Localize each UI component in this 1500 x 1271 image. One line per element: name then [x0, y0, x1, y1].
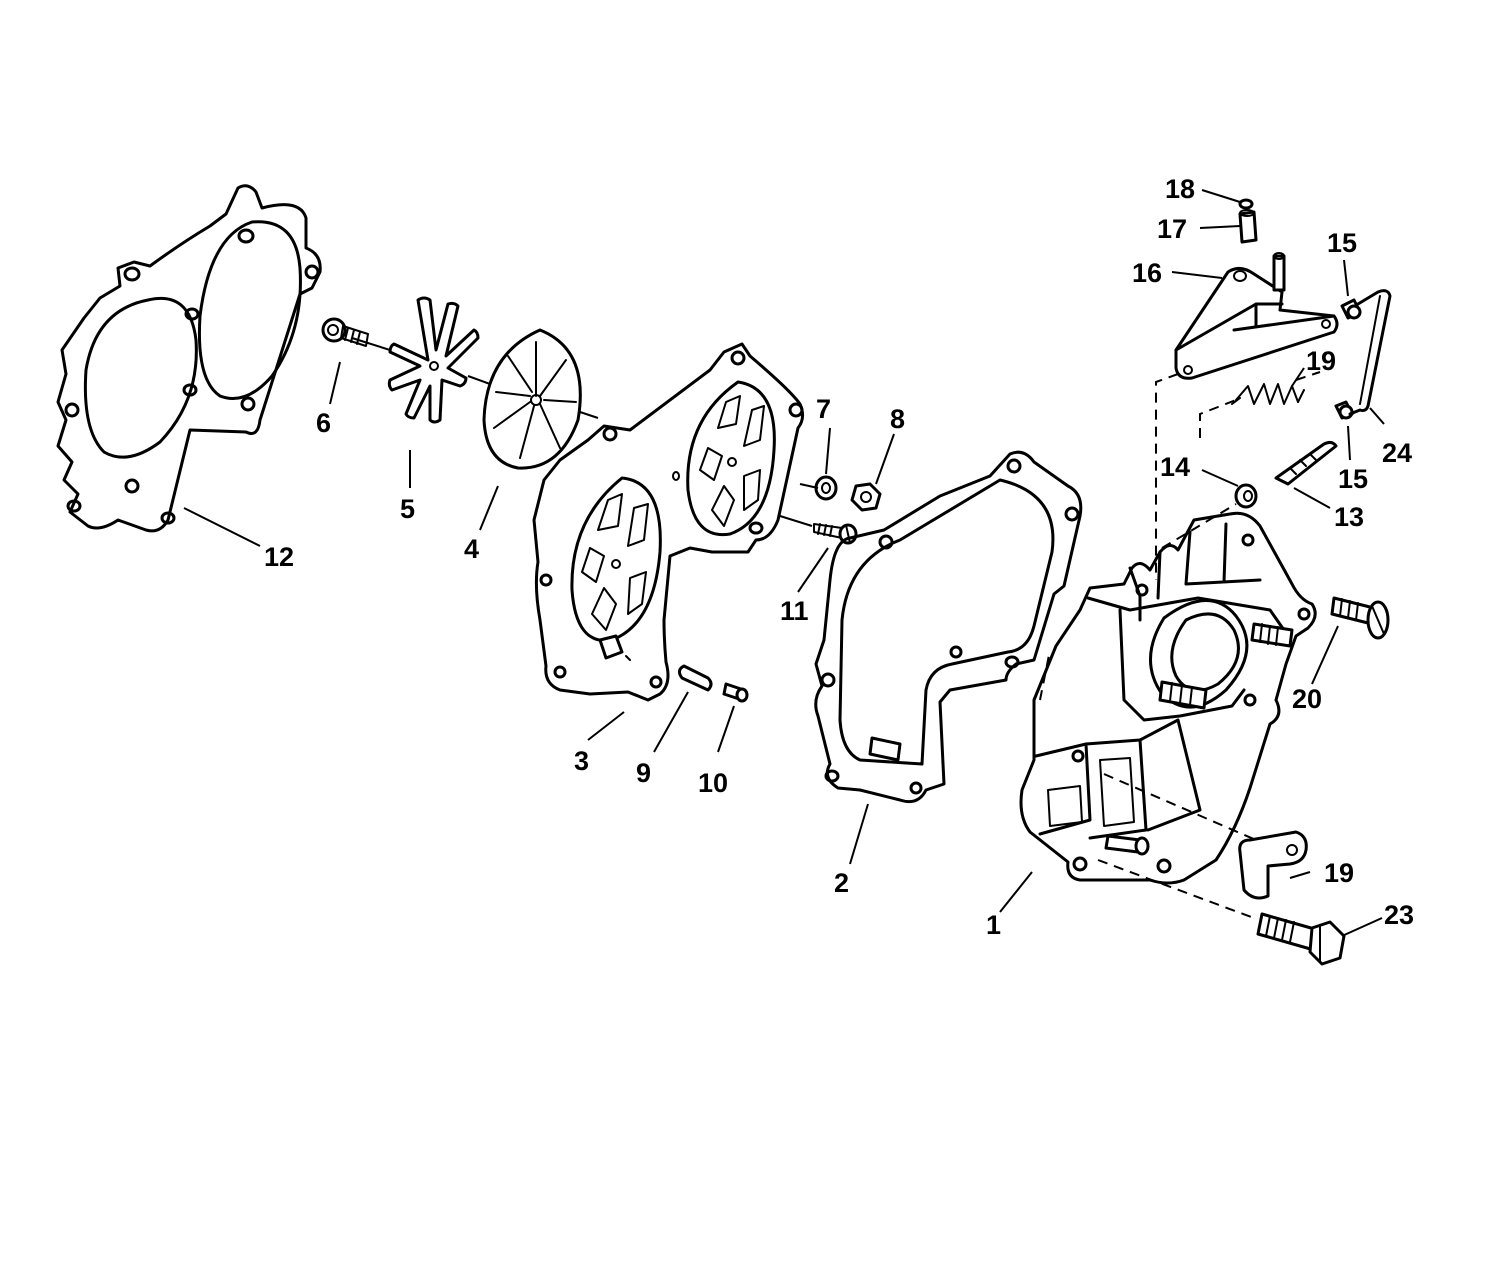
part-20-clip	[1238, 830, 1308, 900]
part-24-tube	[1348, 289, 1392, 416]
part-19-spring	[1231, 383, 1305, 405]
part-11-screw	[813, 523, 858, 545]
callout-5: 5	[400, 494, 415, 524]
part-15-fittings	[1334, 298, 1362, 420]
callout-1: 1	[986, 910, 1001, 940]
callout-13: 13	[1334, 502, 1364, 532]
callout-7: 7	[816, 394, 831, 424]
callout-19: 19	[1306, 346, 1336, 376]
callout-10: 10	[698, 768, 728, 798]
callout-11: 11	[780, 596, 809, 626]
callout-labels: 18 17 16 15 19 24 15 14 13 20 19 23 1 2 …	[264, 174, 1414, 940]
part-21-screw	[1330, 596, 1390, 640]
part-13-pin	[1274, 440, 1338, 486]
callout-23: 23	[1384, 900, 1414, 930]
callout-4: 4	[464, 534, 479, 564]
part-4-reed-disc	[482, 328, 582, 470]
part-9-pin	[677, 664, 713, 692]
part-8-nut	[850, 482, 882, 512]
callout-21: 20	[1292, 684, 1322, 714]
part-1-housing	[1019, 511, 1317, 885]
part-23-bolt	[1256, 912, 1346, 966]
callout-6: 6	[316, 408, 331, 438]
part-3-valve-plate	[532, 342, 805, 702]
part-2-gasket	[814, 450, 1083, 804]
callout-17: 17	[1157, 214, 1187, 244]
callout-9: 9	[636, 758, 651, 788]
part-5-star-valve	[387, 296, 480, 424]
part-16-lever-arm	[1174, 267, 1339, 380]
part-10-small-screw	[722, 682, 749, 703]
callout-15-top: 15	[1327, 228, 1357, 258]
callout-15-bottom: 15	[1338, 464, 1368, 494]
part-6-screw	[321, 317, 369, 347]
leader-lines	[183, 189, 1385, 937]
callout-8: 8	[890, 404, 905, 434]
callout-3: 3	[574, 746, 589, 776]
assembly-lines	[1039, 371, 1321, 919]
callout-14: 14	[1160, 452, 1190, 482]
part-17-post	[1238, 209, 1286, 292]
part-7-washer	[814, 475, 838, 501]
part-12-gasket	[56, 184, 322, 533]
callout-2: 2	[834, 868, 849, 898]
callout-12: 12	[264, 542, 294, 572]
part-14-bushing	[1234, 483, 1258, 509]
part-18-retainer	[1238, 198, 1254, 210]
callout-20: 19	[1324, 858, 1354, 888]
callout-18: 18	[1165, 174, 1195, 204]
callout-16: 16	[1132, 258, 1162, 288]
callout-24: 24	[1382, 438, 1412, 468]
